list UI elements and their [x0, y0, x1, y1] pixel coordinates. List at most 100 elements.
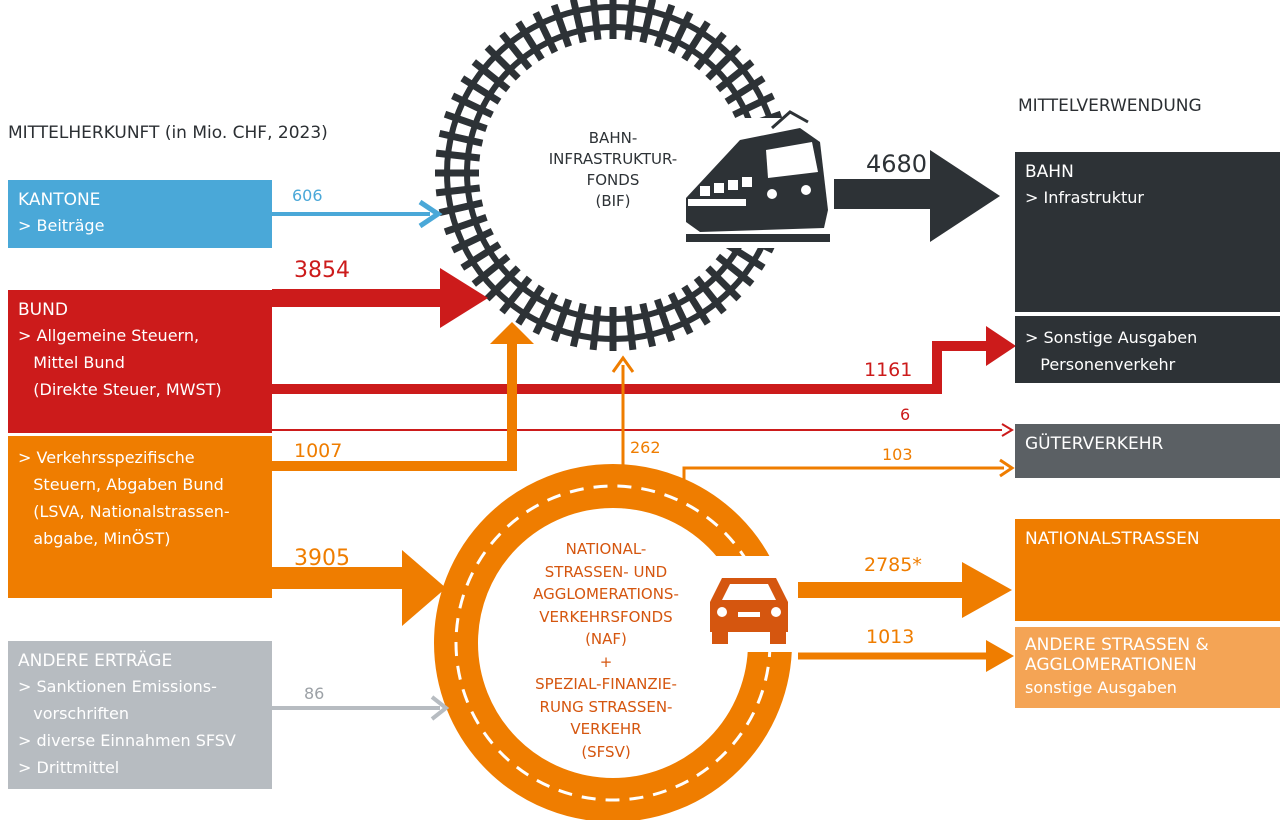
rail-tie: [499, 275, 533, 315]
use-personenverkehr-line: Personenverkehr: [1025, 355, 1176, 374]
train-icon: [686, 110, 834, 248]
arrowhead-andere: [430, 695, 450, 721]
rail-tie: [681, 20, 711, 62]
sources-header: MITTELHERKUNFT (in Mio. CHF, 2023): [8, 123, 328, 143]
source-bund-line: > Allgemeine Steuern,: [18, 326, 200, 345]
flow-value-naf-andere-strassen: 1013: [866, 626, 915, 648]
flow-value-naf-bif: 262: [630, 438, 661, 457]
flow-bund-personenverkehr: [272, 341, 990, 394]
rail-track-ring-icon: [435, 0, 791, 351]
use-andere-strassen-sub: sonstige Ausgaben: [1025, 678, 1177, 697]
flow-value-naf-gueterverkehr: 103: [882, 445, 913, 464]
use-andere-strassen-title: ANDERE STRASSEN &: [1025, 635, 1209, 655]
use-andere-strassen-title2: AGGLOMERATIONEN: [1025, 655, 1197, 675]
rail-tie: [435, 149, 481, 162]
rail-tie: [624, 0, 636, 41]
use-nationalstrassen-title: NATIONALSTRASSEN: [1025, 529, 1200, 549]
rail-tie: [499, 31, 533, 71]
rail-tie: [681, 284, 711, 326]
rail-tie: [471, 253, 511, 287]
naf-label-line: STRASSEN- UND: [544, 562, 668, 581]
rail-tie: [653, 298, 676, 343]
arrowhead-verkehr-naf: [402, 550, 446, 626]
flow-value-verkehr-naf: 3905: [294, 546, 350, 571]
flow-value-bund-gueterverkehr: 6: [900, 405, 911, 424]
rail-tie: [484, 265, 521, 302]
source-bund-title: BUND: [18, 300, 68, 320]
use-personenverkehr: > Sonstige Ausgaben Personenverkehr: [1015, 316, 1280, 383]
naf-label-line: NATIONAL-: [565, 540, 647, 558]
rail-tie: [639, 302, 657, 348]
rail-tie: [624, 305, 637, 351]
rail-tie: [667, 292, 694, 335]
rail-tie: [693, 31, 727, 71]
arrowhead-naf-nationalstrassen: [962, 562, 1012, 618]
source-andere: ANDERE ERTRÄGE > Sanktionen Emissions- v…: [8, 641, 272, 789]
source-andere-line: > Drittmittel: [18, 758, 120, 777]
naf-label-line: RUNG STRASSEN-: [539, 697, 673, 716]
rail-tie: [435, 184, 481, 197]
use-bahn-title: BAHN: [1025, 162, 1074, 182]
source-andere-title: ANDERE ERTRÄGE: [18, 651, 173, 671]
rail-tie: [569, 0, 587, 44]
flow-value-bund-personenverkehr: 1161: [864, 359, 913, 381]
rail-tie: [443, 213, 488, 236]
source-verkehr-line: > Verkehrsspezifische: [18, 448, 195, 467]
rail-tie: [724, 75, 766, 105]
rail-tie: [471, 59, 511, 93]
source-andere-line: > diverse Einnahmen SFSV: [18, 731, 236, 750]
rail-tie: [460, 241, 502, 271]
rail-tie: [532, 292, 559, 335]
source-andere-line: vorschriften: [18, 704, 129, 723]
arrowhead-bund-bif: [440, 268, 488, 328]
source-verkehr-line: (LSVA, Nationalstrassen-: [18, 502, 230, 521]
rail-tie: [515, 20, 545, 62]
rail-tie: [667, 11, 694, 54]
rail-tie: [639, 0, 657, 44]
source-kantone-title: KANTONE: [18, 190, 101, 210]
source-verkehr: > Verkehrsspezifische Steuern, Abgaben B…: [8, 436, 272, 598]
rail-tie: [715, 253, 755, 287]
source-verkehr-line: abgabe, MinÖST): [18, 529, 171, 548]
bif-label-line: INFRASTRUKTUR-: [548, 150, 678, 168]
arrowhead-naf-andere: [986, 640, 1014, 672]
flow-value-bund-bif: 3854: [294, 258, 350, 283]
naf-label-line: VERKEHR: [570, 720, 642, 738]
flow-value-bif-bahn: 4680: [866, 150, 928, 178]
naf-label-line: VERKEHRSFONDS: [539, 607, 673, 626]
arrowhead-naf-gueter: [999, 458, 1015, 478]
arrowhead-bund-personenverkehr: [986, 326, 1016, 366]
rail-tie: [550, 3, 573, 48]
rail-tie: [589, 305, 602, 351]
use-bahn: BAHN > Infrastruktur: [1015, 152, 1280, 312]
rail-tie: [732, 92, 775, 119]
use-personenverkehr-line: > Sonstige Ausgaben: [1025, 328, 1198, 347]
rail-tie: [550, 298, 573, 343]
naf-label-line: AGGLOMERATIONS-: [533, 585, 679, 603]
flow-value-naf-nationalstrassen: 2785*: [864, 554, 922, 576]
naf-label-line: (NAF): [585, 630, 627, 648]
flow-naf-gueterverkehr: [682, 466, 1004, 484]
use-andere-strassen: ANDERE STRASSEN & AGGLOMERATIONEN sonsti…: [1015, 627, 1280, 708]
arrowhead-bif-bahn: [930, 150, 1000, 242]
rail-tie: [569, 302, 587, 348]
bif-label-line: (BIF): [595, 192, 631, 210]
car-icon: [700, 556, 798, 652]
flow-verkehr-bif: [272, 340, 517, 471]
arrowhead-kantone: [418, 199, 443, 229]
naf-label-line: (SFSV): [581, 742, 631, 761]
source-andere-line: > Sanktionen Emissions-: [18, 677, 217, 696]
rail-tie: [438, 129, 484, 147]
source-verkehr-line: Steuern, Abgaben Bund: [18, 475, 224, 494]
rail-tie: [705, 44, 742, 81]
naf-label-line: +: [599, 652, 613, 671]
use-nationalstrassen: NATIONALSTRASSEN: [1015, 519, 1280, 621]
use-gueterverkehr: GÜTERVERKEHR: [1015, 424, 1280, 478]
source-bund-line: Mittel Bund: [18, 353, 125, 372]
bif-label-line: BAHN-: [588, 129, 638, 147]
rail-tie: [460, 75, 502, 105]
rail-tie: [443, 110, 488, 133]
rail-tie: [484, 44, 521, 81]
